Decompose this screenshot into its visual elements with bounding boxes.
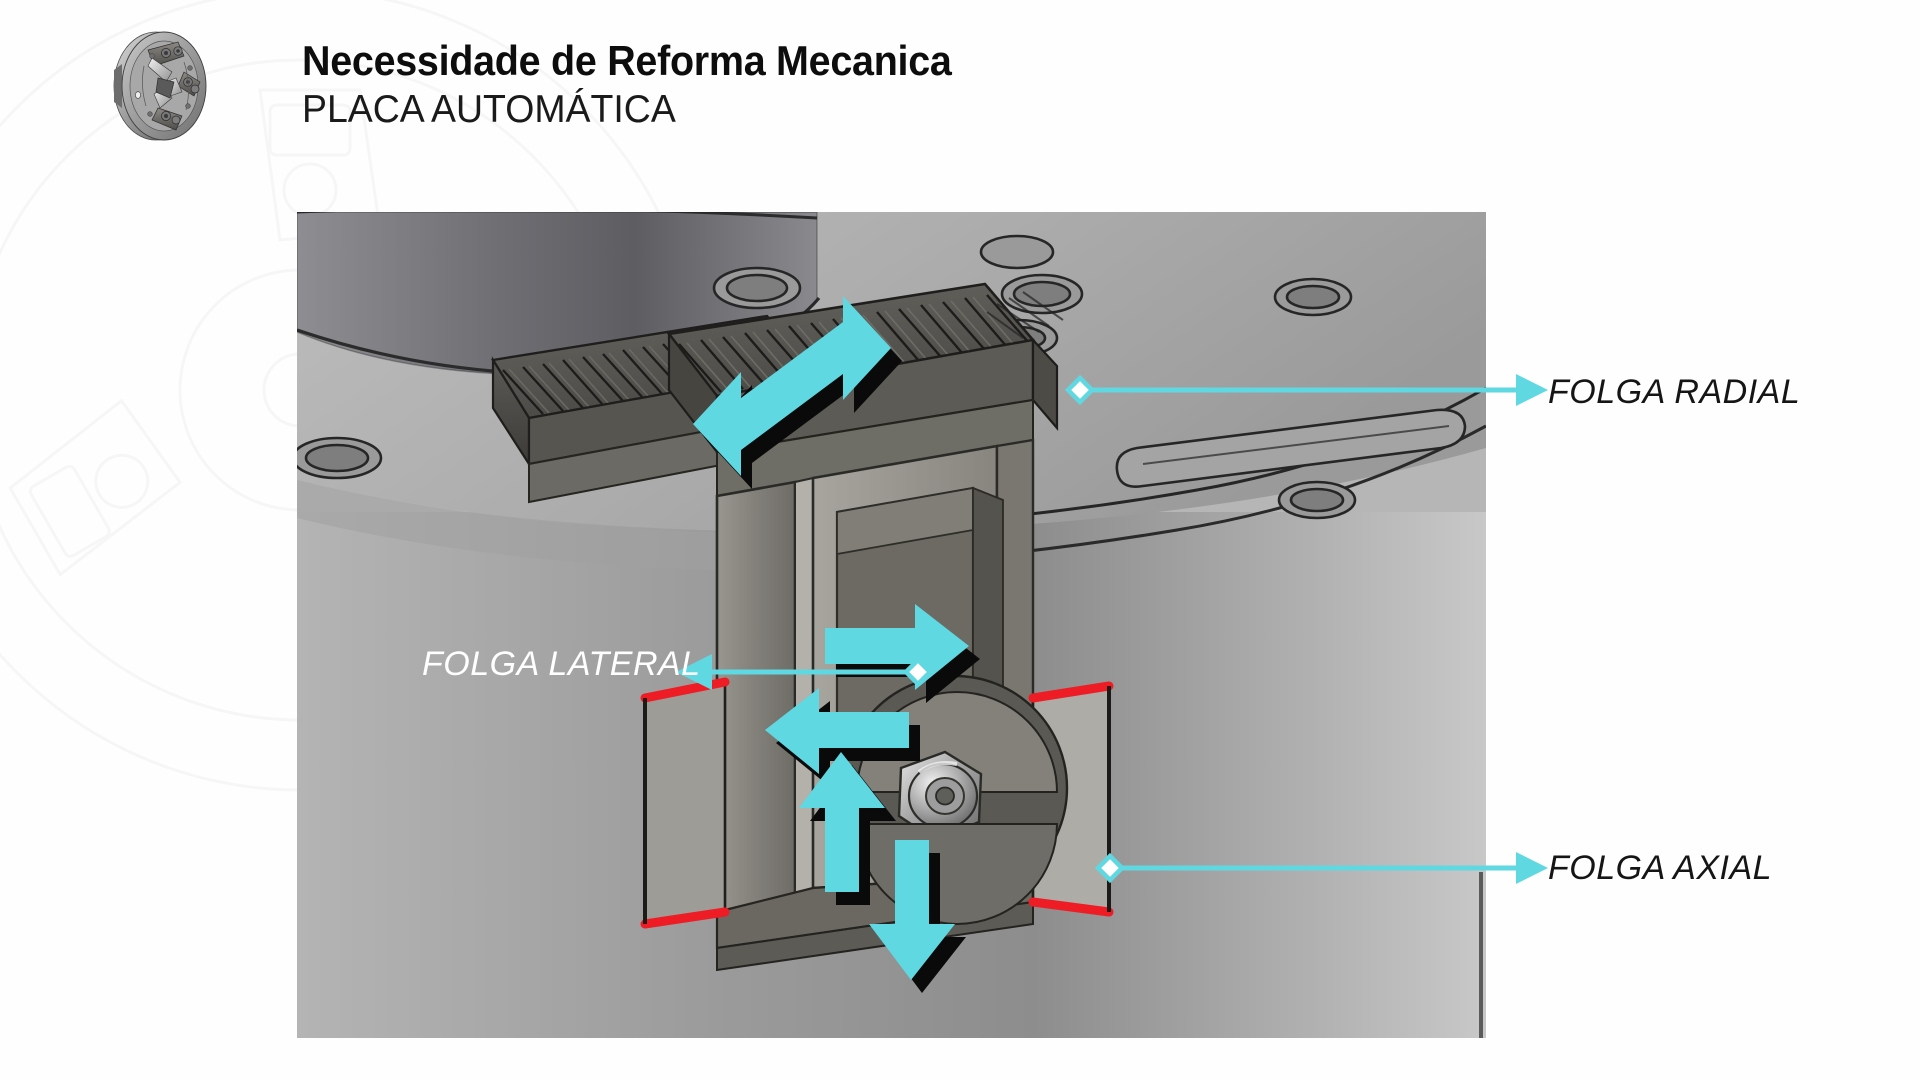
axial-down-arrow	[869, 840, 966, 993]
lateral-left-arrow	[765, 688, 920, 787]
page-subtitle: PLACA AUTOMÁTICA	[302, 88, 676, 131]
callout-label-folga-lateral: FOLGA LATERAL	[422, 645, 701, 683]
callout-label-folga-radial: FOLGA RADIAL	[1548, 373, 1801, 411]
three-jaw-chuck-logo	[96, 20, 228, 152]
axial-up-arrow	[799, 752, 896, 905]
radial-double-arrow	[693, 296, 902, 489]
page-title: Necessidade de Reforma Mecanica	[302, 37, 952, 84]
title-block: Necessidade de Reforma Mecanica PLACA AU…	[302, 40, 993, 131]
lathe-chuck-jaw-cutaway-diagram	[297, 212, 1486, 1038]
callout-label-folga-axial: FOLGA AXIAL	[1548, 849, 1773, 887]
